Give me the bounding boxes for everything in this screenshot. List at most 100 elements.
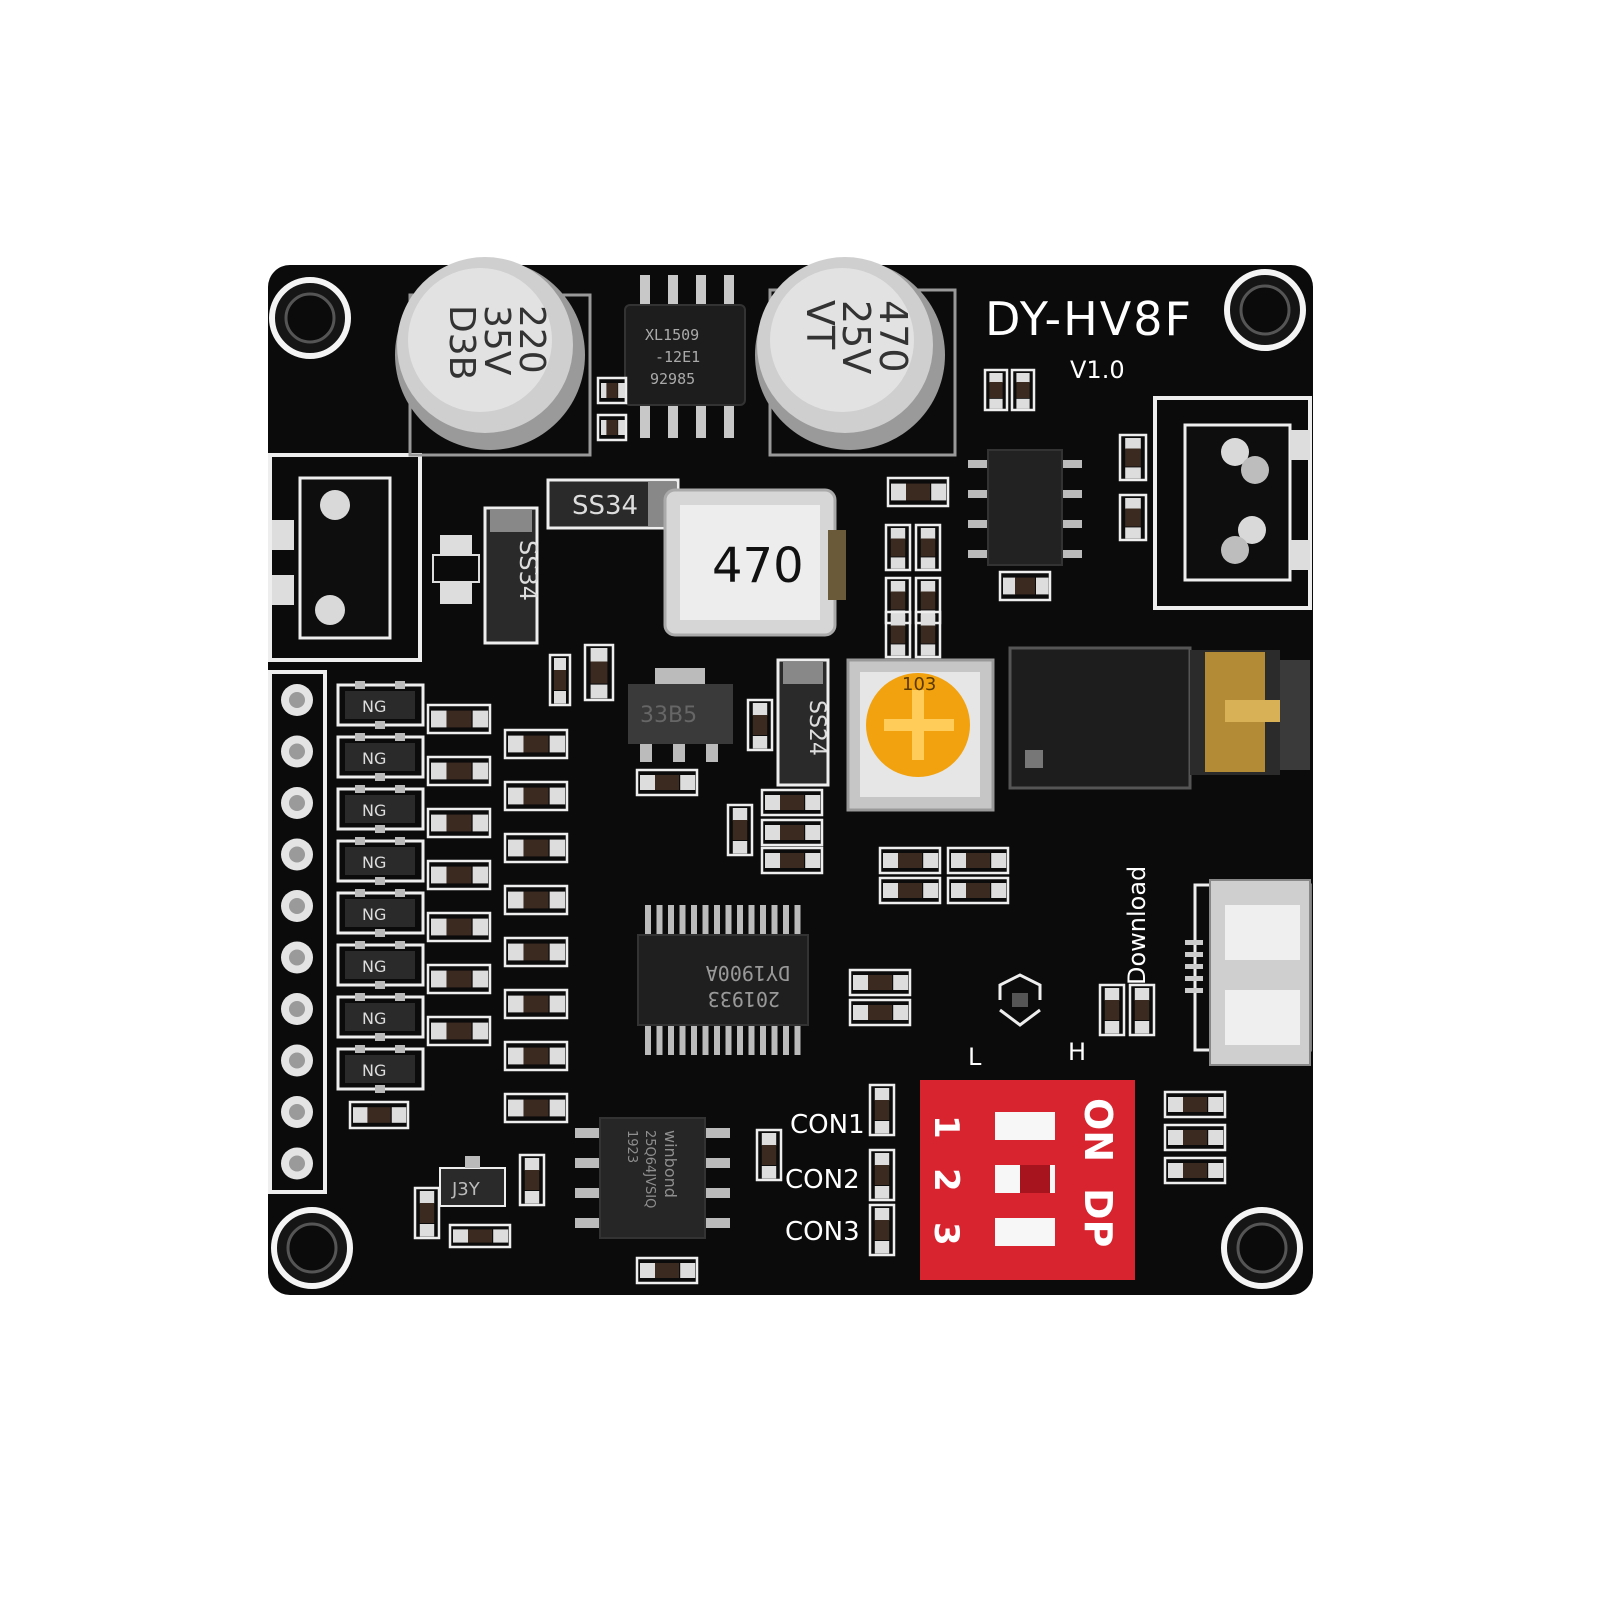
dip-switch: ON DP 1 2 3 bbox=[920, 1080, 1135, 1280]
boost-chip-line1: XL1509 bbox=[645, 326, 699, 344]
left-terminal-block bbox=[268, 453, 422, 662]
smd-resistor bbox=[635, 1256, 699, 1285]
ng-transistor: NG bbox=[336, 1045, 425, 1093]
smd-resistor bbox=[848, 998, 912, 1027]
diode-label-2: SS34 bbox=[514, 540, 542, 601]
voltage-regulator: 33B5 bbox=[628, 668, 733, 762]
smd-resistor bbox=[946, 876, 1010, 905]
boost-converter-chip: XL1509 -12E1 92985 bbox=[624, 275, 746, 438]
smd-resistor bbox=[426, 755, 492, 787]
smd-resistor bbox=[983, 368, 1009, 412]
smd-resistor bbox=[760, 818, 824, 847]
download-label: Download bbox=[1123, 866, 1151, 985]
dip-toggle-3[interactable] bbox=[995, 1218, 1055, 1246]
dip-toggle-1[interactable] bbox=[995, 1112, 1055, 1140]
flash-line1: winbond bbox=[661, 1130, 680, 1198]
smd-resistor bbox=[868, 1203, 896, 1257]
smd-resistor bbox=[1128, 983, 1156, 1037]
ng-transistor: NG bbox=[336, 941, 425, 989]
flash-line3: 1923 bbox=[624, 1130, 639, 1163]
smd-resistor bbox=[426, 963, 492, 995]
electrolytic-capacitor-220: 220 35V D3B bbox=[395, 257, 592, 457]
smd-resistor bbox=[868, 1148, 896, 1202]
cap-right-line1: 470 bbox=[871, 300, 915, 373]
smd-resistor bbox=[746, 698, 774, 752]
schottky-diode-ss24: SS24 bbox=[776, 658, 830, 787]
smd-resistor bbox=[503, 728, 569, 760]
smd-resistor bbox=[878, 846, 942, 875]
smd-resistor bbox=[596, 413, 628, 442]
power-inductor: 470 bbox=[663, 488, 846, 637]
volume-potentiometer: 103 bbox=[846, 658, 995, 812]
cap-left-line2: 35V bbox=[476, 305, 517, 376]
connector-label-2: CON2 bbox=[785, 1165, 860, 1195]
regulator-label: 33B5 bbox=[640, 703, 697, 728]
decoder-chip: 201933 DY1900A bbox=[637, 905, 809, 1055]
smd-resistor bbox=[946, 846, 1010, 875]
ng-transistor: NG bbox=[336, 733, 425, 781]
smd-resistor bbox=[348, 1100, 410, 1130]
ng-transistor-label: NG bbox=[362, 853, 386, 872]
smd-resistor bbox=[448, 1223, 512, 1249]
smd-resistor bbox=[1163, 1090, 1227, 1119]
smd-resistor bbox=[503, 1040, 569, 1072]
dip-on-label: ON bbox=[1076, 1098, 1120, 1162]
smd-resistor bbox=[760, 846, 824, 875]
smd-resistor bbox=[1118, 433, 1148, 482]
cap-right-line3: VT bbox=[798, 300, 842, 350]
ng-transistor-label: NG bbox=[362, 697, 386, 716]
ng-transistor-column: NG NG NG NG NG NG NG NG bbox=[336, 681, 425, 1093]
smd-resistor bbox=[503, 1092, 569, 1124]
ng-transistor-label: NG bbox=[362, 905, 386, 924]
right-terminal-block bbox=[1153, 396, 1312, 610]
ng-transistor-label: NG bbox=[362, 749, 386, 768]
op-amp-chip bbox=[968, 449, 1082, 566]
pin-header bbox=[268, 670, 327, 1194]
diode-label-3: SS24 bbox=[804, 700, 829, 756]
ng-transistor-label: NG bbox=[362, 957, 386, 976]
smd-resistor bbox=[548, 653, 572, 707]
flash-memory-chip: winbond 25Q64JVSIQ 1923 bbox=[575, 1117, 730, 1239]
pot-label: 103 bbox=[902, 674, 936, 695]
ng-transistor-label: NG bbox=[362, 801, 386, 820]
smd-resistor bbox=[1163, 1156, 1227, 1185]
connector-label-1: CON1 bbox=[790, 1110, 865, 1140]
board-model-label: DY-HV8F bbox=[985, 292, 1193, 346]
ng-transistor: NG bbox=[336, 681, 425, 729]
dip-dp-label: DP bbox=[1076, 1188, 1120, 1247]
smd-resistor bbox=[583, 643, 615, 702]
micro-usb-port bbox=[1185, 879, 1312, 1066]
ng-transistor: NG bbox=[336, 993, 425, 1041]
schottky-diode-ss34-vertical: SS34 bbox=[483, 506, 542, 645]
flash-line2: 25Q64JVSIQ bbox=[642, 1130, 657, 1208]
connector-label-3: CON3 bbox=[785, 1217, 860, 1247]
audio-jack bbox=[1008, 646, 1310, 790]
smd-resistor bbox=[1010, 368, 1036, 412]
smd-resistor bbox=[426, 703, 492, 735]
ng-transistor-label: NG bbox=[362, 1009, 386, 1028]
dip-number-2: 2 bbox=[926, 1168, 966, 1192]
electrolytic-capacitor-470: 470 25V VT bbox=[755, 257, 957, 457]
cap-right-line2: 25V bbox=[834, 300, 878, 374]
smd-resistor bbox=[596, 376, 628, 405]
dip-number-1: 1 bbox=[926, 1115, 966, 1139]
board-version-label: V1.0 bbox=[1070, 356, 1125, 384]
cap-left-line1: 220 bbox=[511, 305, 552, 374]
diode-label-1: SS34 bbox=[572, 491, 638, 521]
smd-resistor bbox=[886, 476, 950, 508]
smd-resistor bbox=[914, 610, 942, 659]
smd-resistor bbox=[426, 807, 492, 839]
smd-resistor bbox=[760, 788, 824, 817]
smd-resistor bbox=[503, 936, 569, 968]
smd-resistor bbox=[503, 884, 569, 916]
smd-resistor bbox=[914, 523, 942, 572]
smd-resistor bbox=[884, 610, 912, 659]
decoder-line2: DY1900A bbox=[706, 961, 790, 985]
jumper-high-label: H bbox=[1068, 1038, 1086, 1066]
smd-resistor bbox=[635, 768, 699, 797]
smd-resistor bbox=[884, 523, 912, 572]
cap-left-line3: D3B bbox=[441, 305, 482, 380]
boost-chip-line2: -12E1 bbox=[655, 348, 700, 366]
